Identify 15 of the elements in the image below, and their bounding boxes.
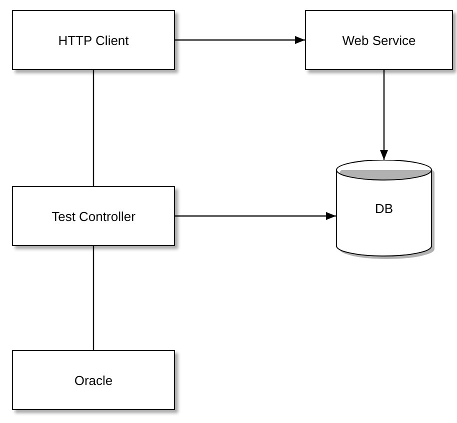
database-cylinder (336, 160, 432, 256)
node-label: Oracle (74, 372, 113, 388)
connector-line (92, 246, 94, 350)
connector-line (92, 70, 94, 186)
arrow (380, 70, 388, 160)
arrow (175, 36, 305, 44)
process-box (12, 350, 175, 410)
process-box (305, 10, 453, 70)
node-label: Web Service (342, 32, 416, 48)
process-box (12, 10, 175, 70)
node-label: Test Controller (52, 208, 136, 224)
arrow (175, 212, 336, 220)
process-box (12, 186, 175, 246)
node-label: HTTP Client (58, 32, 129, 48)
node-label: DB (374, 200, 394, 216)
